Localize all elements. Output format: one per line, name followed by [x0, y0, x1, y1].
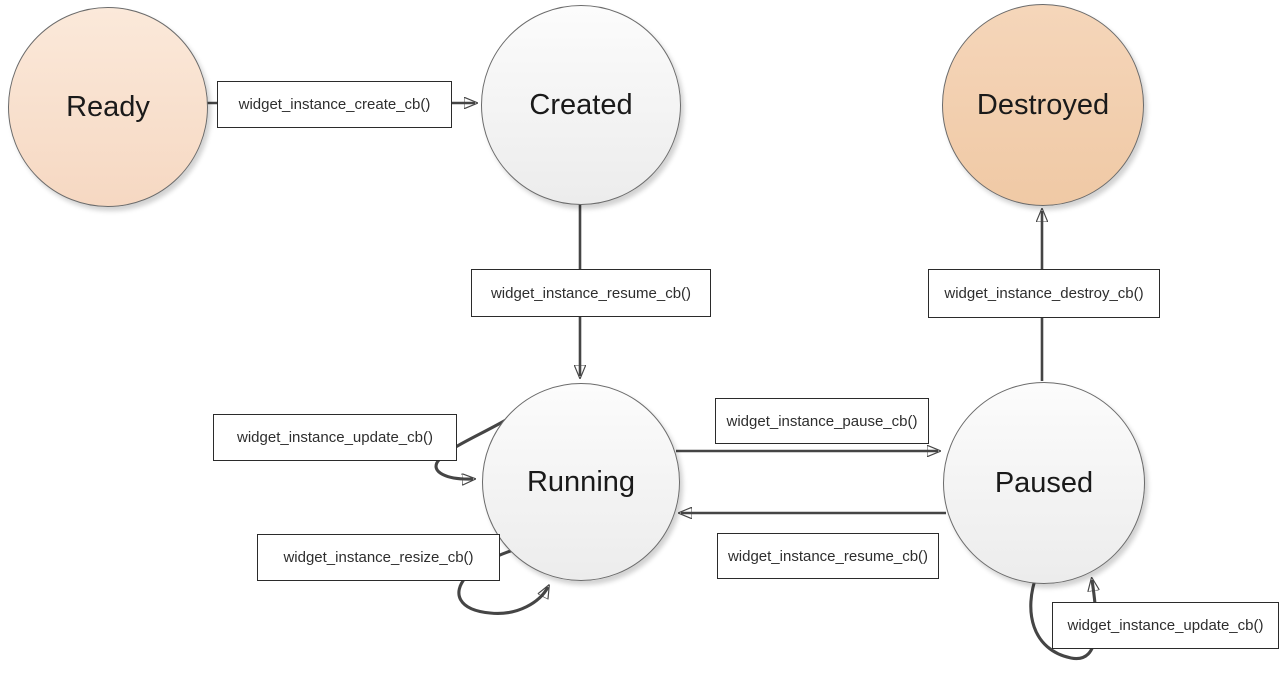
state-node-created: Created [481, 5, 681, 205]
transition-label-resume-initial: widget_instance_resume_cb() [471, 269, 711, 317]
transition-label-destroy: widget_instance_destroy_cb() [928, 269, 1160, 318]
state-label-running: Running [526, 465, 636, 498]
state-label-destroyed: Destroyed [976, 88, 1110, 121]
state-node-paused: Paused [943, 382, 1145, 584]
state-label-paused: Paused [994, 466, 1094, 499]
transition-label-resize-running: widget_instance_resize_cb() [257, 534, 500, 581]
transition-label-resume: widget_instance_resume_cb() [717, 533, 939, 579]
transition-label-create: widget_instance_create_cb() [217, 81, 452, 128]
state-node-ready: Ready [8, 7, 208, 207]
state-node-running: Running [482, 383, 680, 581]
state-node-destroyed: Destroyed [942, 4, 1144, 206]
transition-label-pause: widget_instance_pause_cb() [715, 398, 929, 444]
transition-label-update-paused: widget_instance_update_cb() [1052, 602, 1279, 649]
state-label-created: Created [529, 88, 633, 121]
transition-label-update-running: widget_instance_update_cb() [213, 414, 457, 461]
state-label-ready: Ready [66, 90, 150, 123]
